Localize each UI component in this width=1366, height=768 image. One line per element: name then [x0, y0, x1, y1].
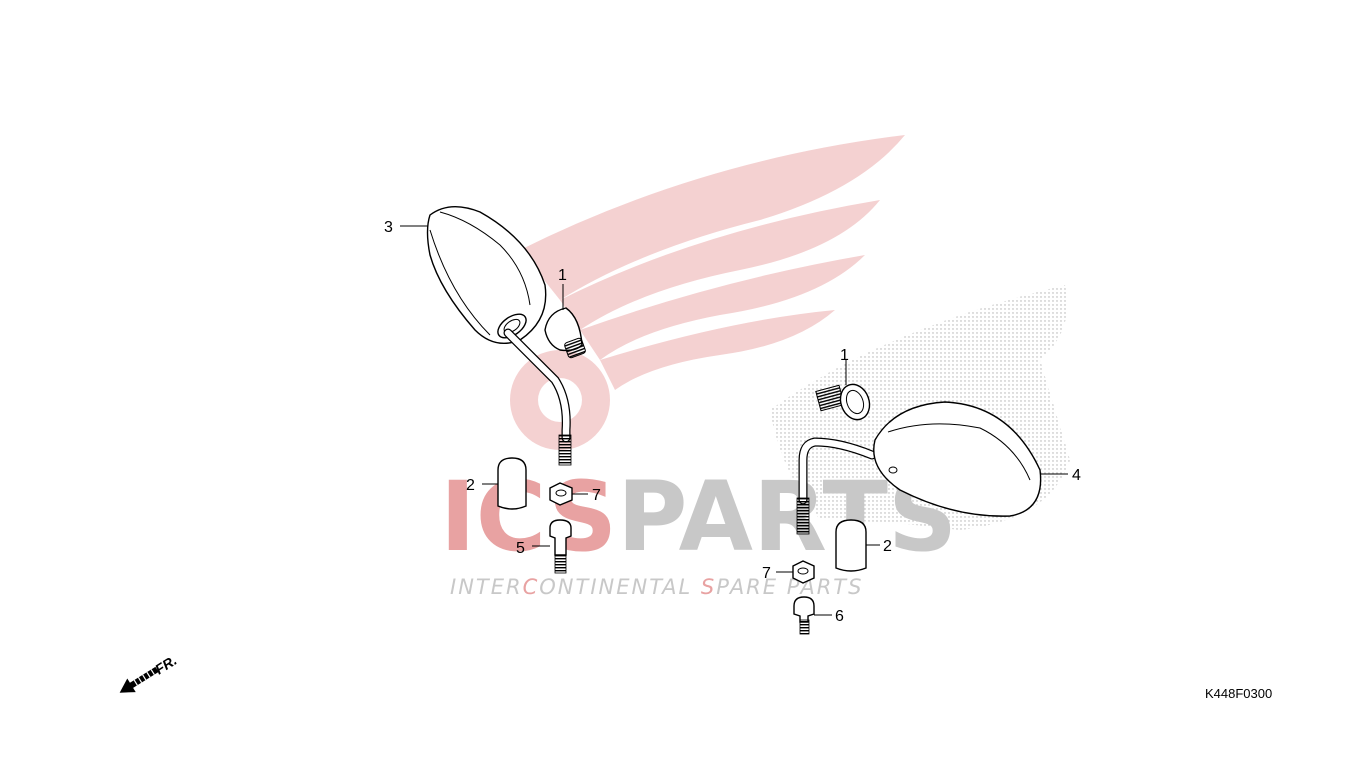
tagline-part-2: C	[523, 575, 540, 599]
tagline-part-3: ONTINENTAL	[539, 575, 701, 599]
left-mirror-assembly: 3 1 2 7 5	[384, 206, 601, 574]
left-rubber-cover[interactable]	[544, 307, 586, 359]
callout-6: 6	[835, 608, 844, 625]
left-callouts: 3 1 2 7 5	[384, 219, 601, 557]
callout-1-right: 1	[840, 347, 849, 364]
right-bolt[interactable]	[793, 596, 815, 635]
tagline-part-1: INTER	[450, 575, 523, 599]
tagline-part-4: S	[701, 575, 716, 599]
callout-7-left: 7	[592, 487, 601, 504]
callout-3: 3	[384, 219, 393, 236]
left-stem	[503, 328, 572, 466]
front-arrow-icon	[119, 666, 159, 693]
right-stem	[796, 437, 877, 535]
diagram-code: K448F0300	[1205, 686, 1272, 701]
left-nut[interactable]	[549, 482, 573, 506]
right-mirror[interactable]	[873, 401, 1042, 517]
watermark-tagline: INTERCONTINENTAL SPARE PARTS	[450, 575, 863, 599]
right-nut[interactable]	[792, 560, 815, 584]
left-mirror[interactable]	[426, 206, 547, 344]
right-rubber-cover[interactable]	[815, 380, 874, 423]
tagline-part-5: PARE PARTS	[716, 575, 863, 599]
left-cap[interactable]	[497, 457, 527, 510]
callout-1-left: 1	[558, 267, 567, 284]
callout-5: 5	[516, 540, 525, 557]
right-mirror-assembly: 4 1 2 7 6	[762, 347, 1081, 635]
callout-2-left: 2	[466, 477, 475, 494]
right-callouts: 4 1 2 7 6	[762, 347, 1081, 625]
right-cap[interactable]	[835, 519, 867, 572]
callout-7-right: 7	[762, 565, 771, 582]
left-bolt[interactable]	[549, 519, 572, 574]
watermark-brand-red: ICS	[440, 461, 617, 573]
callout-2-right: 2	[883, 538, 892, 555]
watermark: ICSPARTS INTERCONTINENTAL SPARE PARTS	[440, 135, 1070, 599]
front-direction-indicator: FR.	[119, 652, 180, 693]
callout-4: 4	[1072, 467, 1081, 484]
front-label: FR.	[152, 652, 180, 678]
